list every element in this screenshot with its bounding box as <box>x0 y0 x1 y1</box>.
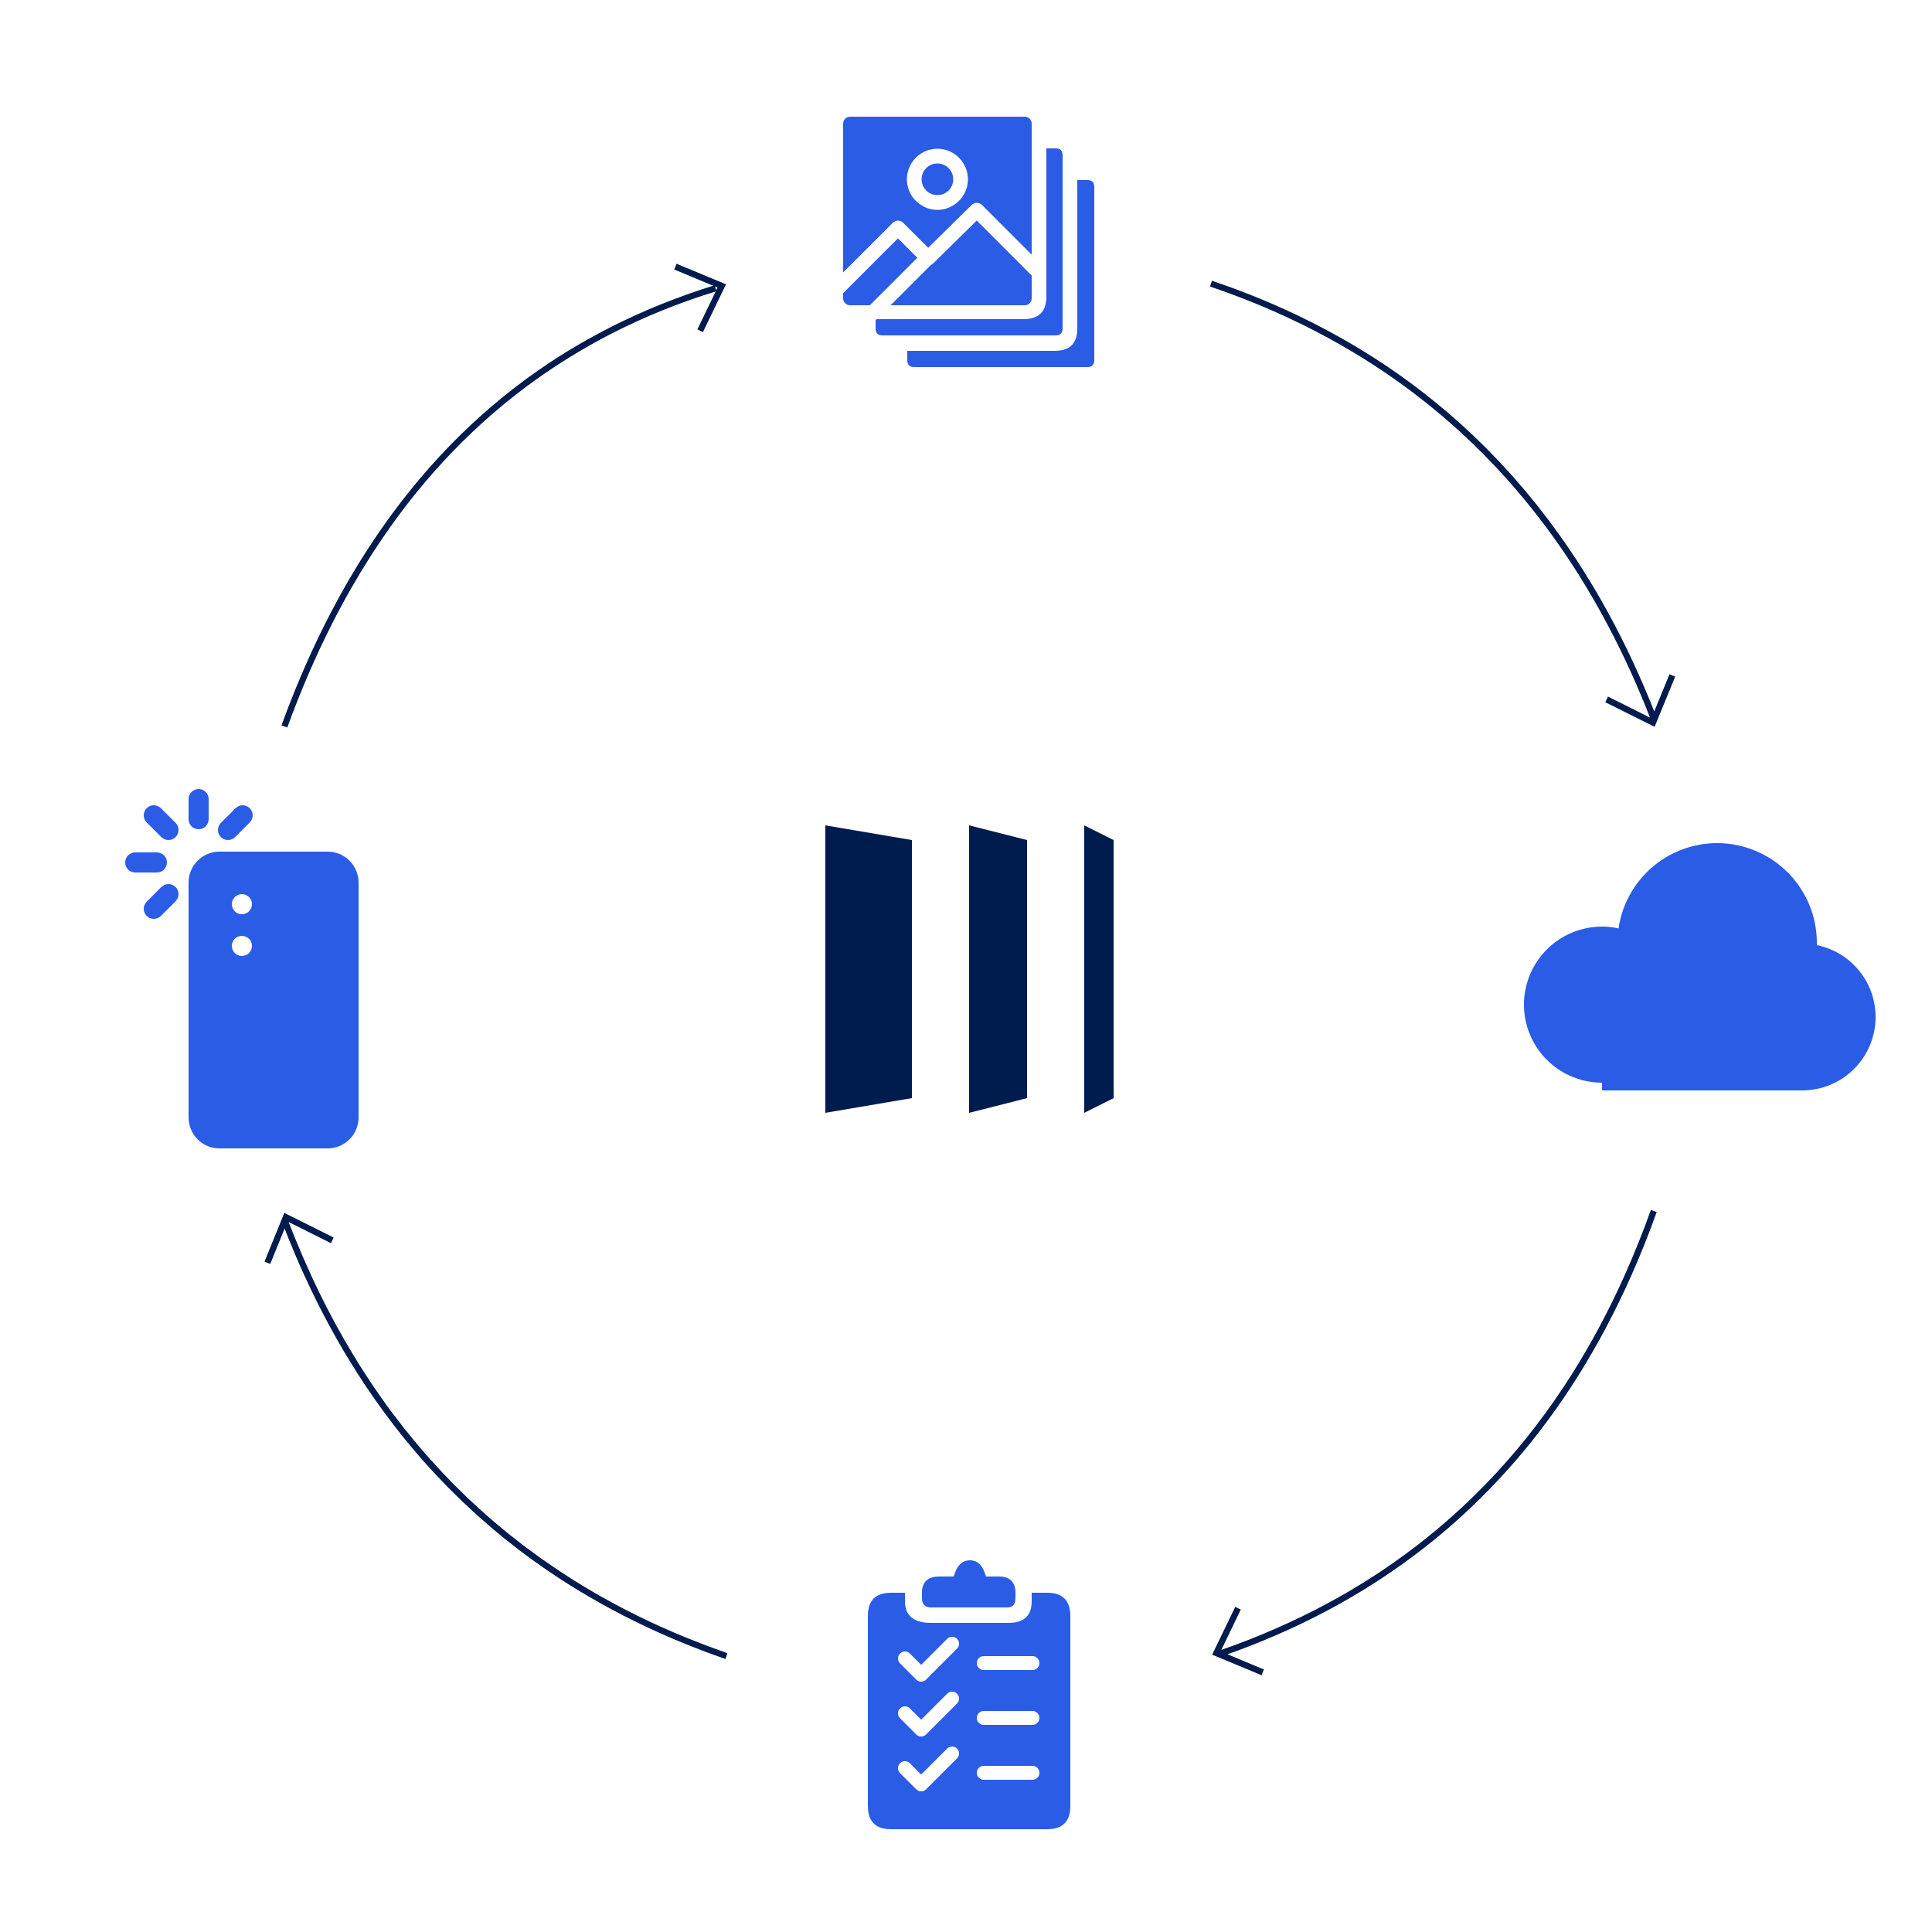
arrow-left-to-top <box>281 264 726 728</box>
phone-tap-icon <box>125 789 359 1148</box>
image-gallery-icon <box>829 117 1094 367</box>
clipboard-checklist-icon <box>868 1560 1070 1829</box>
arrow-right-to-bottom <box>1212 1209 1657 1675</box>
cycle-arrows <box>264 264 1675 1675</box>
arrow-top-to-right <box>1209 281 1675 727</box>
door-logo-icon <box>825 825 1114 1113</box>
cloud-icon <box>1524 843 1876 1090</box>
arrow-bottom-to-left <box>264 1213 728 1659</box>
